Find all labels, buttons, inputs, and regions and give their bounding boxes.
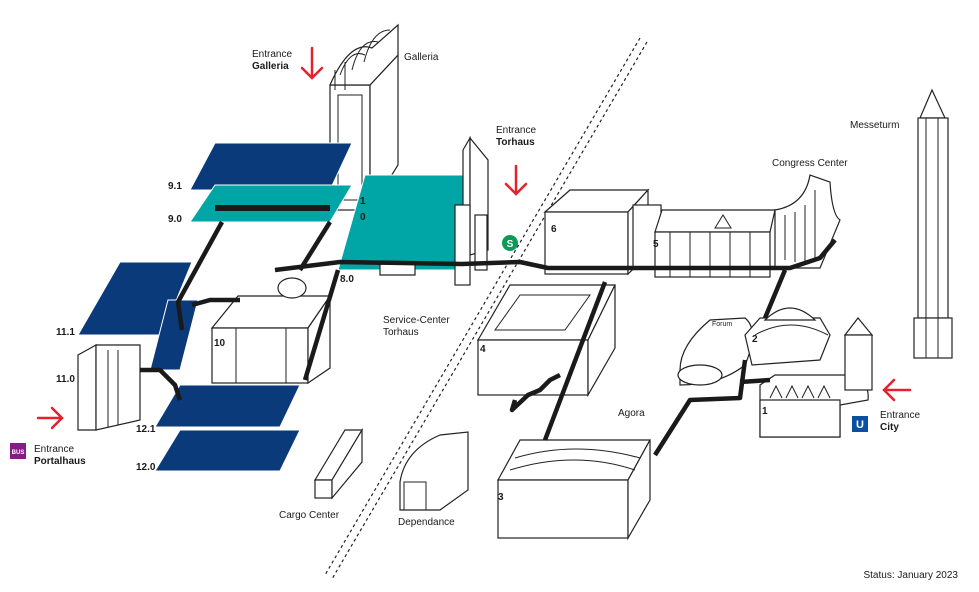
cargo-center-label: Cargo Center [279,510,340,521]
sbahn-icon: S [502,235,518,251]
entrance-city-line2: City [880,422,899,433]
ubahn-icon: U [852,416,868,432]
hall-11-0-label: 11.0 [56,374,75,385]
hall-5-label: 5 [653,239,659,250]
hall-12[interactable] [154,384,301,472]
entrance-portalhaus-line1: Entrance [34,444,74,455]
congress-center-label: Congress Center [772,158,848,169]
status-label: Status: January 2023 [863,570,958,581]
hall-12-0-label: 12.0 [136,462,156,473]
messeturm-label: Messeturm [850,120,899,131]
galleria-level-1-label: 1 [360,196,366,207]
hall-4[interactable] [476,284,616,398]
agora-label: Agora [618,408,645,419]
hall-6[interactable] [543,188,662,276]
forum-building[interactable] [677,317,754,386]
svg-text:U: U [856,419,864,431]
congress-center-building[interactable] [774,174,841,269]
forum-label: Forum [712,321,732,328]
svg-text:BUS: BUS [12,450,25,456]
hall-2-label: 2 [752,334,758,345]
arrow-galleria-icon [300,46,324,80]
hall-6-label: 6 [551,224,557,235]
entrance-galleria-line1: Entrance [252,49,292,60]
walkway-routes [140,220,837,457]
entrance-torhaus-line1: Entrance [496,125,536,136]
entrance-city-line1: Entrance [880,410,920,421]
arrow-city-icon [882,378,912,402]
hall-9-0-label: 9.0 [168,214,182,225]
hall-1-label: 1 [762,406,768,417]
hall-3-label: 3 [498,492,504,503]
hall-3[interactable] [496,439,652,541]
dependance-label: Dependance [398,517,455,528]
arrow-torhaus-icon [504,164,528,196]
cargo-center-building[interactable] [313,427,364,500]
messeturm-building[interactable] [913,88,953,359]
galleria-level-0-label: 0 [360,212,366,223]
bus-icon: BUS [10,443,26,459]
hall-9-1-label: 9.1 [168,181,182,192]
hall-1[interactable] [759,374,869,438]
portalhaus-building[interactable] [77,343,141,431]
hall-8-0-label: 8.0 [340,274,354,285]
dependance-building[interactable] [399,431,469,511]
hall-10-label: 10 [214,338,226,349]
service-center-line1: Service-Center [383,315,450,326]
galleria-label: Galleria [404,52,439,63]
connector-tube [277,277,307,299]
entrance-torhaus-line2: Torhaus [496,137,535,148]
hall-11[interactable] [77,261,199,371]
hall-10[interactable] [210,294,332,385]
arrow-portalhaus-icon [36,406,64,430]
hall-2[interactable] [744,307,831,366]
hall-12-1-label: 12.1 [136,424,156,435]
city-tower [843,317,874,391]
entrance-galleria-line2: Galleria [252,61,289,72]
service-center-line2: Torhaus [383,327,419,338]
svg-text:S: S [507,239,514,250]
railway-divider [324,37,648,580]
hall-4-label: 4 [480,344,486,355]
hall-11-1-label: 11.1 [56,327,75,338]
hall-9[interactable] [189,142,353,223]
entrance-arrows [36,46,912,430]
entrance-portalhaus-line2: Portalhaus [34,456,86,467]
